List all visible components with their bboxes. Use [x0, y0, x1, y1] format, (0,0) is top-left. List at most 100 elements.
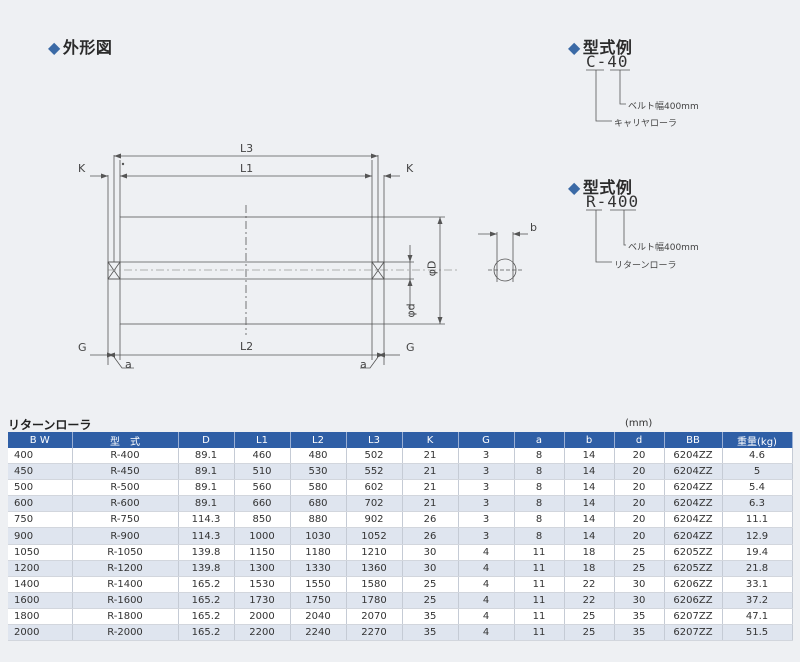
table-cell: 702: [346, 495, 403, 513]
table-cell: 400: [8, 448, 73, 465]
table-cell: 4: [458, 592, 515, 609]
table-cell: 18: [564, 544, 615, 561]
table-cell: 18: [564, 560, 615, 577]
table-cell: 11: [514, 608, 565, 626]
table-cell: 1050: [8, 544, 73, 561]
table-cell: 1360: [346, 560, 403, 577]
table-cell: 3: [458, 463, 515, 481]
table-cell: 4.6: [722, 448, 793, 465]
table-cell: 1580: [346, 576, 403, 593]
outline-heading-text: 外形図: [62, 38, 113, 57]
column-header: K: [402, 432, 459, 448]
dim-a-right: a: [360, 358, 367, 371]
table-cell: 6.3: [722, 495, 793, 513]
outline-drawing: [90, 69, 636, 369]
example-heading-1: ◆型式例: [568, 34, 632, 58]
dim-L2: L2: [240, 340, 254, 353]
column-header: D: [178, 432, 235, 448]
table-cell: 460: [234, 448, 291, 465]
table-cell: 89.1: [178, 448, 235, 465]
table-cell: 4: [458, 576, 515, 593]
column-header: L2: [290, 432, 347, 448]
column-header: B W: [8, 432, 73, 448]
table-cell: 2200: [234, 624, 291, 642]
table-cell: 8: [514, 479, 565, 497]
table-cell: 6204ZZ: [664, 479, 723, 497]
dim-b: b: [530, 221, 537, 234]
table-cell: 11: [514, 624, 565, 642]
table-cell: 139.8: [178, 560, 235, 577]
table-cell: 850: [234, 511, 291, 529]
table-title: リターンローラ: [8, 418, 92, 432]
table-cell: R-2000: [72, 624, 179, 642]
table-cell: 47.1: [722, 608, 793, 626]
column-header: d: [614, 432, 665, 448]
table-cell: 21: [402, 463, 459, 481]
table-cell: R-1400: [72, 576, 179, 593]
table-cell: 2240: [290, 624, 347, 642]
column-header: G: [458, 432, 515, 448]
table-cell: 500: [8, 479, 73, 497]
table-cell: 2270: [346, 624, 403, 642]
table-cell: 139.8: [178, 544, 235, 561]
table-cell: 3: [458, 448, 515, 465]
table-cell: R-600: [72, 495, 179, 513]
table-cell: 11.1: [722, 511, 793, 529]
table-cell: 2070: [346, 608, 403, 626]
table-cell: 4: [458, 608, 515, 626]
table-cell: 35: [402, 608, 459, 626]
table-cell: 165.2: [178, 592, 235, 609]
diamond-icon: ◆: [48, 38, 61, 57]
column-header: L1: [234, 432, 291, 448]
table-cell: 30: [402, 544, 459, 561]
table-cell: 5.4: [722, 479, 793, 497]
table-cell: 2040: [290, 608, 347, 626]
column-header: b: [564, 432, 615, 448]
table-cell: 25: [564, 624, 615, 642]
table-cell: 3: [458, 495, 515, 513]
table-cell: R-1600: [72, 592, 179, 609]
table-cell: 8: [514, 527, 565, 545]
table-cell: 25: [402, 592, 459, 609]
table-cell: 530: [290, 463, 347, 481]
table-cell: 4: [458, 624, 515, 642]
table-cell: 5: [722, 463, 793, 481]
example1-roller-type: キャリヤローラ: [614, 119, 678, 129]
table-cell: 552: [346, 463, 403, 481]
table-cell: 6206ZZ: [664, 576, 723, 593]
table-cell: 89.1: [178, 479, 235, 497]
table-cell: R-400: [72, 448, 179, 465]
table-cell: R-900: [72, 527, 179, 545]
table-cell: 6204ZZ: [664, 448, 723, 465]
table-cell: 1000: [234, 527, 291, 545]
table-cell: 20: [614, 448, 665, 465]
example2-belt-width: ベルト幅400mm: [628, 243, 699, 253]
table-cell: 35: [614, 624, 665, 642]
table-cell: 1330: [290, 560, 347, 577]
table-cell: 25: [402, 576, 459, 593]
dim-G-left: G: [78, 341, 87, 354]
table-cell: 11: [514, 544, 565, 561]
dim-G-right: G: [406, 341, 415, 354]
diamond-icon: ◆: [568, 38, 581, 57]
table-cell: 21.8: [722, 560, 793, 577]
table-cell: 8: [514, 448, 565, 465]
table-cell: 502: [346, 448, 403, 465]
dim-K-right: K: [406, 162, 414, 175]
table-cell: 1730: [234, 592, 291, 609]
table-cell: 510: [234, 463, 291, 481]
dim-L3: L3: [240, 142, 254, 155]
table-cell: 8: [514, 511, 565, 529]
table-cell: 1210: [346, 544, 403, 561]
table-cell: 6204ZZ: [664, 527, 723, 545]
dim-a-left: a: [125, 358, 132, 371]
table-cell: 1180: [290, 544, 347, 561]
table-cell: 21: [402, 448, 459, 465]
table-cell: 37.2: [722, 592, 793, 609]
diamond-icon: ◆: [568, 178, 581, 197]
